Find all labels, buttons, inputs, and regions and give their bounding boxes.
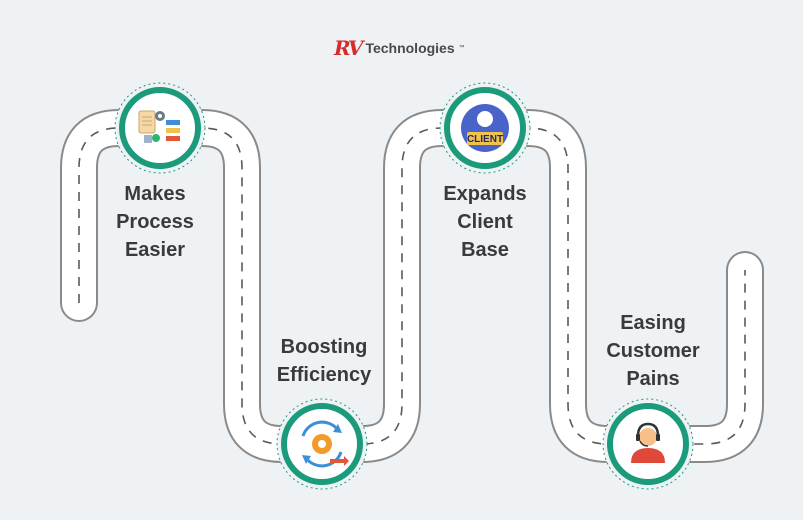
client-icon-text: CLIENT [467, 134, 503, 145]
step-label-customer: Easing Customer Pains [578, 309, 728, 393]
label-line: Makes [124, 183, 186, 205]
label-line: Client [457, 211, 513, 233]
step-label-process: Makes Process Easier [80, 180, 230, 264]
brand-mark: RV [334, 36, 363, 60]
brand-name: Technologies [365, 40, 455, 56]
milestone-efficiency [276, 398, 368, 490]
label-line: Base [461, 239, 509, 261]
brand-trademark: ™ [458, 45, 465, 51]
label-line: Boosting [280, 336, 368, 358]
milestone-process [114, 82, 206, 174]
process-flowchart-icon [138, 110, 180, 143]
label-line: Easing [620, 312, 686, 334]
gear-cycle-icon [301, 420, 349, 468]
step-label-client: Expands Client Base [410, 180, 560, 264]
milestone-customer [602, 398, 694, 490]
label-line: Customer [606, 340, 700, 362]
step-label-efficiency: Boosting Efficiency [249, 333, 399, 389]
label-line: Easier [124, 239, 186, 261]
label-line: Efficiency [276, 364, 372, 386]
milestone-client: CLIENT [439, 82, 531, 174]
label-line: Process [116, 211, 194, 233]
label-line: Expands [443, 183, 527, 205]
label-line: Pains [626, 368, 680, 390]
brand-logo: RV Technologies ™ [334, 36, 465, 60]
road-surface [62, 111, 762, 461]
headset-agent-icon [631, 422, 665, 463]
client-avatar-icon: CLIENT [461, 104, 509, 152]
